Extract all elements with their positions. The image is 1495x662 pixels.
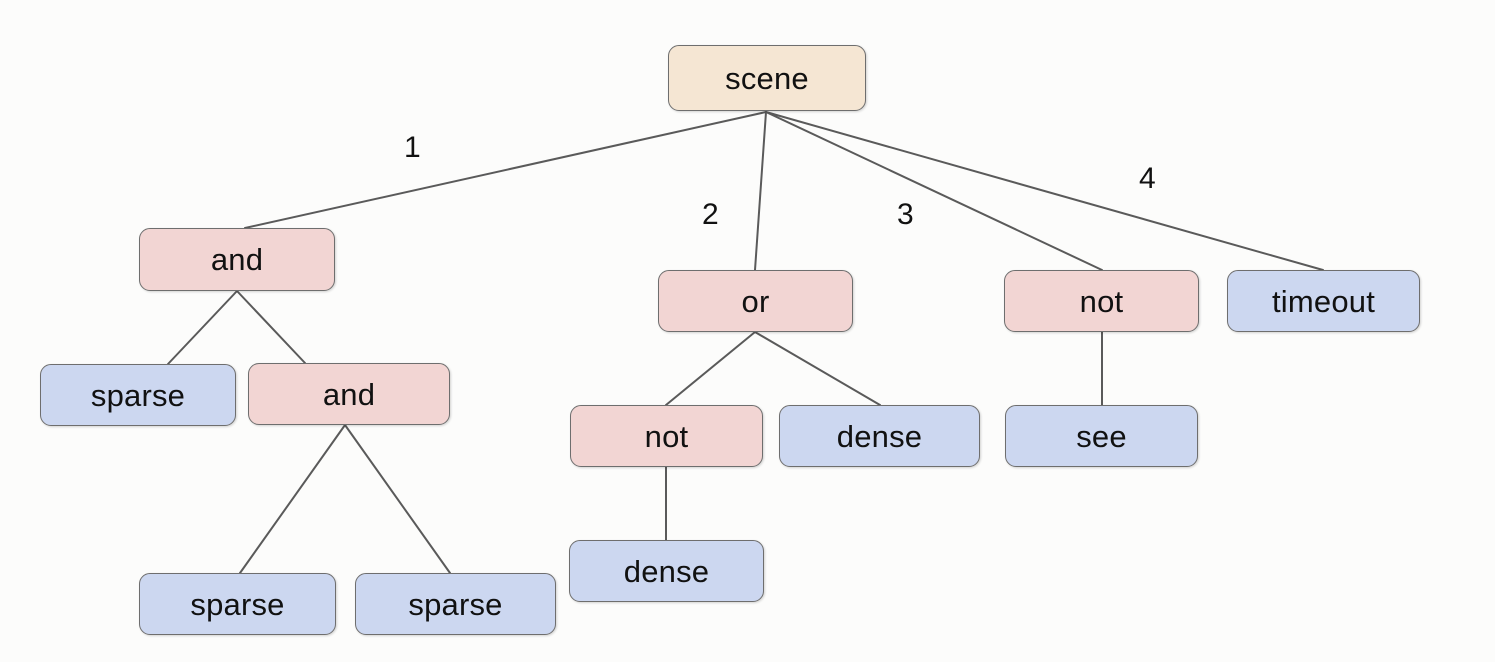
tree-node-not1[interactable]: not bbox=[1004, 270, 1199, 332]
tree-node-sparse3[interactable]: sparse bbox=[355, 573, 556, 635]
tree-node-and1[interactable]: and bbox=[139, 228, 335, 291]
tree-node-label: timeout bbox=[1271, 283, 1376, 319]
tree-edge bbox=[239, 424, 346, 574]
tree-edge bbox=[167, 290, 238, 365]
edge-label-1: 1 bbox=[404, 131, 421, 164]
tree-node-or1[interactable]: or bbox=[658, 270, 853, 332]
tree-node-timeout1[interactable]: timeout bbox=[1227, 270, 1420, 332]
tree-edge bbox=[236, 290, 306, 364]
tree-node-label: and bbox=[210, 242, 264, 277]
tree-node-sparse1[interactable]: sparse bbox=[40, 364, 236, 426]
edge-label-2: 2 bbox=[702, 198, 719, 231]
tree-node-sparse2[interactable]: sparse bbox=[139, 573, 336, 635]
tree-node-label: dense bbox=[836, 418, 923, 454]
tree-edge bbox=[665, 331, 756, 406]
tree-node-label: sparse bbox=[90, 377, 186, 413]
tree-node-dense1[interactable]: dense bbox=[779, 405, 980, 467]
edge-label-3: 3 bbox=[897, 198, 914, 231]
tree-node-see1[interactable]: see bbox=[1005, 405, 1198, 467]
tree-node-dense2[interactable]: dense bbox=[569, 540, 764, 602]
tree-edge bbox=[244, 111, 767, 229]
tree-node-label: scene bbox=[725, 60, 809, 96]
tree-edge bbox=[754, 111, 767, 271]
tree-node-label: see bbox=[1076, 418, 1127, 454]
tree-edge bbox=[765, 111, 1103, 271]
tree-node-and2[interactable]: and bbox=[248, 363, 450, 425]
tree-node-label: sparse bbox=[408, 586, 503, 622]
tree-node-label: sparse bbox=[190, 586, 285, 622]
tree-edge bbox=[344, 424, 451, 574]
tree-node-label: or bbox=[741, 283, 770, 319]
tree-node-not2[interactable]: not bbox=[570, 405, 763, 467]
tree-node-label: not bbox=[644, 418, 689, 454]
tree-node-scene[interactable]: scene bbox=[668, 45, 866, 111]
tree-node-label: not bbox=[1079, 283, 1124, 319]
tree-edge bbox=[765, 111, 1324, 271]
tree-edge bbox=[754, 331, 881, 406]
tree-node-label: dense bbox=[623, 553, 710, 589]
tree-node-label: and bbox=[322, 376, 376, 412]
edge-label-4: 4 bbox=[1139, 162, 1156, 195]
